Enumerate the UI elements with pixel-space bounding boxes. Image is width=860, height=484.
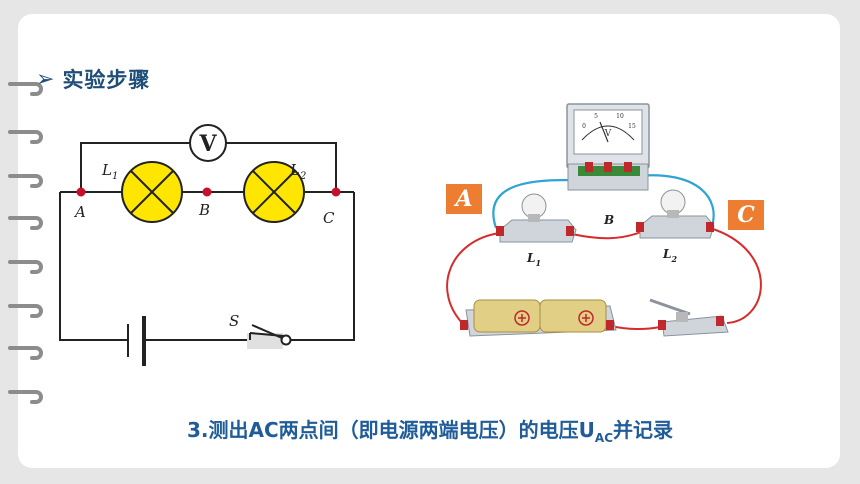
arrow-bullet-icon: ➢	[36, 66, 55, 92]
lamp-1-photo-label: L1	[526, 251, 541, 268]
caption-tail: 并记录	[613, 418, 673, 442]
lamp-2-label: L2	[289, 161, 306, 182]
meter-scale-15: 15	[628, 123, 636, 130]
heading-title: 实验步骤	[62, 68, 151, 92]
notebook-rings	[8, 82, 43, 404]
node-a-label: A	[73, 203, 86, 221]
slide-card	[18, 14, 840, 468]
tag-a: A	[446, 184, 482, 214]
switch-device	[649, 298, 729, 337]
meter-scale-0: 0	[582, 123, 586, 130]
meter-unit: V	[604, 129, 612, 139]
tag-c: C	[728, 200, 764, 230]
apparatus-illustration: V 0 5 10 15 L1 L2 B	[446, 103, 762, 337]
node-b	[202, 187, 212, 197]
section-heading: ➢ 实验步骤	[36, 64, 150, 94]
lamp-2-symbol	[243, 161, 305, 223]
meter-scale-10: 10	[616, 113, 624, 120]
lamp-2-device	[636, 189, 715, 239]
node-c-label: C	[323, 209, 335, 227]
step-caption: 3.测出AC两点间（即电源两端电压）的电压UAC并记录	[0, 414, 860, 445]
node-c	[331, 187, 341, 197]
lamp-1-label: L1	[101, 161, 118, 182]
caption-subscript: AC	[594, 431, 613, 445]
voltmeter-label: V	[198, 131, 217, 157]
battery-symbol	[127, 316, 146, 366]
node-b-label: B	[198, 201, 210, 219]
node-a	[76, 187, 86, 197]
lamp-1-device	[496, 193, 577, 243]
lamp-1-symbol	[121, 161, 183, 223]
voltmeter-symbol	[189, 124, 227, 162]
voltmeter-device: V 0 5 10 15	[566, 103, 650, 191]
switch-label: S	[229, 312, 239, 330]
switch-symbol	[247, 324, 292, 349]
battery-device	[460, 299, 617, 337]
meter-scale-5: 5	[594, 113, 598, 120]
point-b-photo-label: B	[603, 213, 614, 227]
circuit-schematic: V L1 L2 A B C S	[59, 124, 355, 366]
lamp-2-photo-label: L2	[662, 247, 677, 264]
caption-main: 3.测出AC两点间（即电源两端电压）的电压U	[186, 418, 595, 442]
